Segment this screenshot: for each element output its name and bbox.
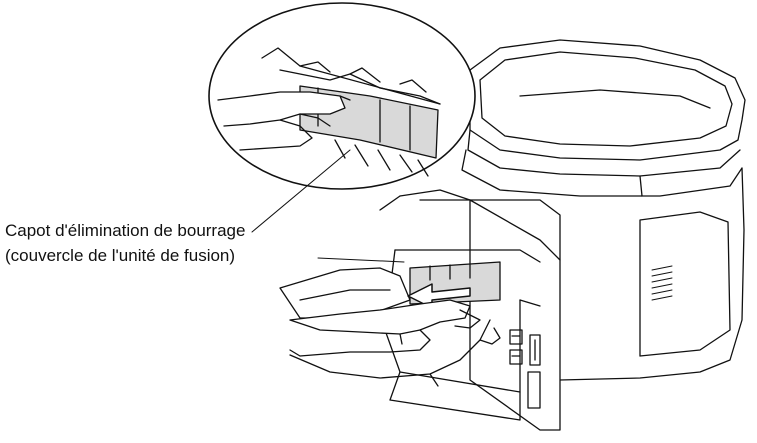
jam-cover-callout: Capot d'élimination de bourrage (couverc… [5, 218, 245, 268]
side-vent [652, 266, 672, 300]
callout-leader-line-door [318, 258, 404, 262]
zoom-inset [209, 3, 475, 189]
callout-line-1: Capot d'élimination de bourrage [5, 218, 245, 243]
callout-line-2: (couvercle de l'unité de fusion) [5, 243, 245, 268]
